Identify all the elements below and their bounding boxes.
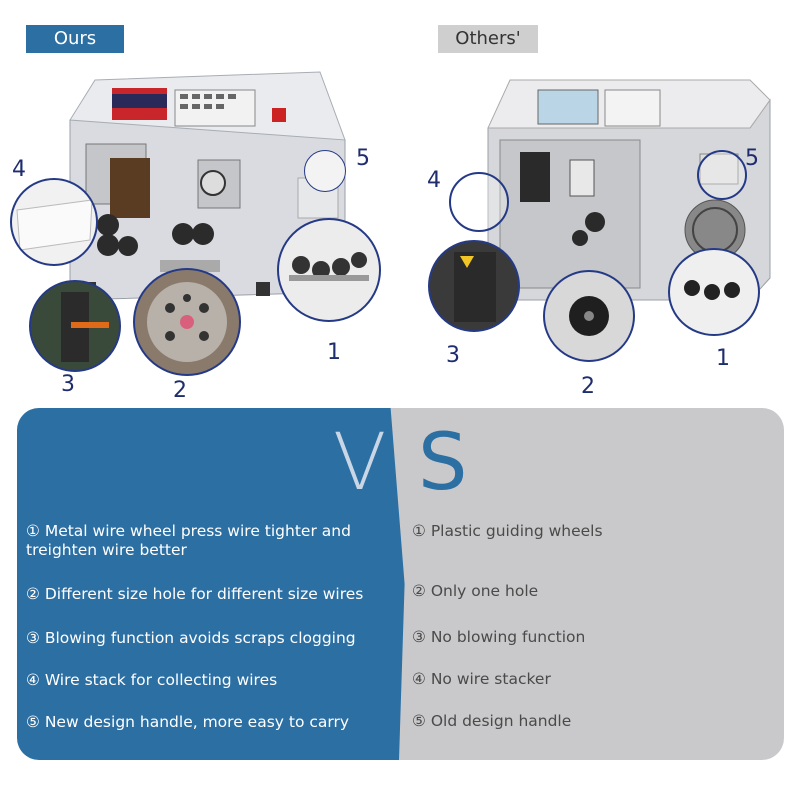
ours-callout-3-blowing xyxy=(29,280,121,372)
others-callout-1-wheels xyxy=(668,248,760,336)
ours-feature-4: ④ Wire stack for collecting wires xyxy=(26,671,278,689)
ours-number-4: 4 xyxy=(12,157,26,182)
others-number-5: 5 xyxy=(745,146,759,171)
ours-feature-2: ② Different size hole for different size… xyxy=(26,585,364,603)
ours-number-2: 2 xyxy=(173,378,187,403)
ours-number-1: 1 xyxy=(327,340,341,365)
others-feature-2: ② Only one hole xyxy=(412,582,539,600)
others-number-1: 1 xyxy=(716,346,730,371)
others-label: Others' xyxy=(438,25,538,53)
others-feature-1: ① Plastic guiding wheels xyxy=(412,522,603,540)
ours-number-5: 5 xyxy=(356,146,370,171)
ours-number-3: 3 xyxy=(61,372,75,397)
others-number-2: 2 xyxy=(581,374,595,399)
ours-feature-5: ⑤ New design handle, more easy to carry xyxy=(26,713,350,731)
others-number-3: 3 xyxy=(446,343,460,368)
ours-feature-3: ③ Blowing function avoids scraps cloggin… xyxy=(26,629,356,647)
others-callout-5-handle xyxy=(697,150,747,200)
ours-feature-1: ① Metal wire wheel press wire tighter an… xyxy=(26,522,351,559)
others-callout-3-blowing xyxy=(428,240,520,332)
others-number-4: 4 xyxy=(427,168,441,193)
ours-callout-4-stacker xyxy=(10,178,98,266)
ours-features-panel xyxy=(17,408,405,760)
others-features-panel xyxy=(398,408,784,760)
ours-callout-1-wheels xyxy=(277,218,381,322)
ours-callout-5-handle xyxy=(304,150,346,192)
vs-letter-v: V xyxy=(333,418,387,508)
others-feature-4: ④ No wire stacker xyxy=(412,670,551,688)
others-feature-3: ③ No blowing function xyxy=(412,628,586,646)
ours-label: Ours xyxy=(26,25,124,53)
ours-callout-2-holes xyxy=(133,268,241,376)
others-feature-5: ⑤ Old design handle xyxy=(412,712,572,730)
ours-machine-image xyxy=(69,71,346,301)
others-callout-4 xyxy=(449,172,509,232)
vs-letter-s: S xyxy=(418,418,468,508)
others-callout-2-hole xyxy=(543,270,635,362)
